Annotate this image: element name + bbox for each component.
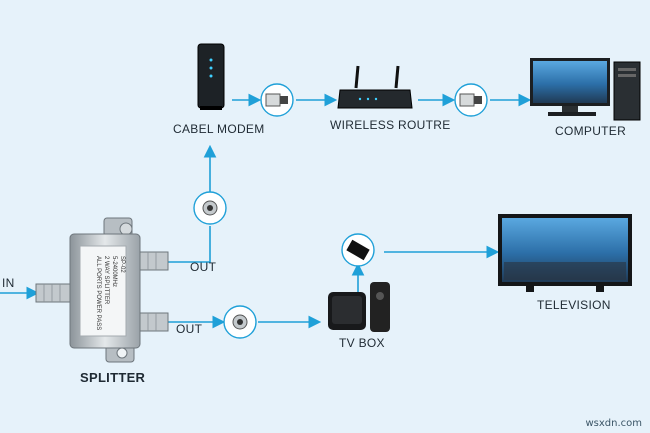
- arrow-out-top: [168, 226, 211, 263]
- label-in: IN: [2, 276, 15, 290]
- label-wireless-router: WIRELESS ROUTRE: [330, 118, 451, 132]
- coax-connector-icon: [223, 305, 257, 339]
- remote-icon: [370, 282, 390, 332]
- splitter-device: [35, 217, 169, 363]
- watermark: wsxdn.com: [585, 418, 642, 429]
- splitter-print: SP-02 5-2400MHz 2 WAY SPLITTER ALL PORTS…: [94, 256, 126, 342]
- splitter-print-line: SP-02: [119, 256, 125, 273]
- television-icon: [498, 214, 632, 292]
- label-out-bottom: OUT: [176, 322, 203, 336]
- ethernet-plug-icon: [454, 83, 488, 117]
- label-cable-modem: CABEL MODEM: [173, 122, 265, 136]
- ethernet-plug-icon: [260, 83, 294, 117]
- wireless-router-icon: [337, 65, 413, 109]
- label-tv-box: TV BOX: [339, 336, 385, 350]
- label-splitter: SPLITTER: [80, 370, 146, 385]
- computer-icon: [530, 58, 641, 121]
- hdmi-plug-icon: [341, 233, 375, 267]
- splitter-print-line: ALL PORTS POWER PASS: [95, 256, 101, 331]
- label-computer: COMPUTER: [555, 124, 627, 138]
- connection-lines: [0, 93, 532, 329]
- label-television: TELEVISION: [537, 298, 611, 312]
- tv-box-icon: [328, 292, 366, 330]
- cable-modem-icon: [197, 43, 225, 110]
- splitter-print-line: 5-2400MHz: [111, 256, 117, 288]
- label-out-top: OUT: [190, 260, 217, 274]
- splitter-print-line: 2 WAY SPLITTER: [103, 256, 109, 305]
- coax-connector-icon: [193, 191, 227, 225]
